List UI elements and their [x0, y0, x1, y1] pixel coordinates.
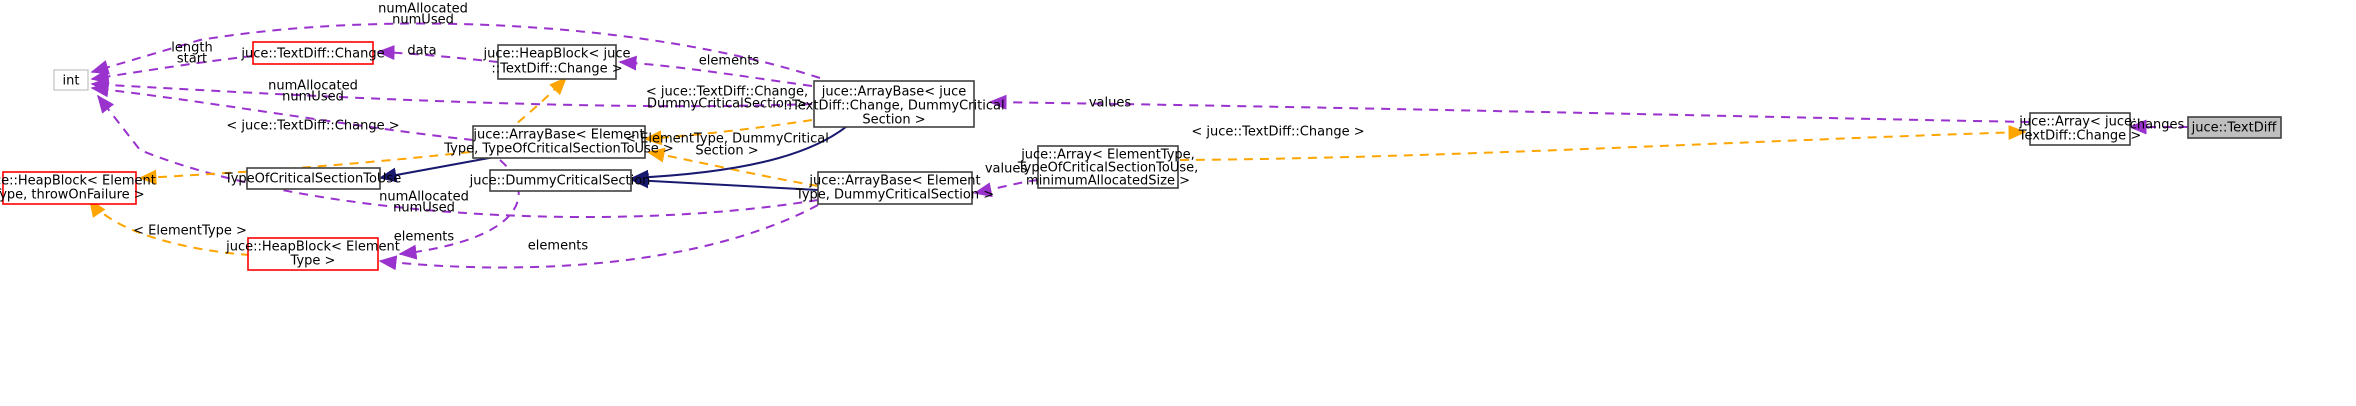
edge-arraybase-change-to-heapblock-change — [618, 55, 813, 87]
node-arraybase-elem-dcs-line2: Type, DummyCriticalSection > — [795, 188, 994, 203]
edge-label-tmpl-change-dcs: < juce::TextDiff::Change, DummyCriticalS… — [646, 85, 808, 112]
edge-array-elem-to-arraybase-elem-dcs — [973, 179, 1039, 198]
edge-label-length-start: length start — [171, 41, 212, 67]
node-arraybase-elem-tocs-line1: juce::ArrayBase< Element — [472, 128, 644, 143]
node-heapblock-throw[interactable]: juce::HeapBlock< Element Type, throwOnFa… — [0, 171, 156, 205]
edge-label-tmpl-change-dcs-line1: < juce::TextDiff::Change, — [646, 85, 808, 100]
node-heapblock-throw-line1: juce::HeapBlock< Element — [0, 174, 156, 189]
edge-label-changes: changes — [2130, 118, 2185, 133]
edge-heapblock-change-to-int — [90, 22, 821, 79]
edge-arraybase-elem-tocs-to-tocs — [378, 155, 501, 183]
node-int-label: int — [63, 74, 80, 89]
node-heapblock-elem-line1: juce::HeapBlock< Element — [225, 240, 400, 255]
edge-label-tmpl-change-right: < juce::TextDiff::Change > — [1191, 125, 1364, 140]
edge-label-numallocated-left-line1: numAllocated — [268, 79, 358, 94]
edge-label-tmpl-elem-dcs-line1: < ElementType, DummyCritical — [625, 132, 829, 147]
node-array-elem-line3: minimumAllocatedSize > — [1026, 174, 1190, 189]
node-heapblock-throw-line2: Type, throwOnFailure > — [0, 188, 145, 203]
node-arraybase-elem-tocs[interactable]: juce::ArrayBase< Element Type, TypeOfCri… — [443, 125, 674, 159]
edge-textdiff-change-to-int — [90, 55, 254, 84]
edge-heapblock-change-to-textdiff-change — [376, 45, 499, 63]
edge-label-numallocated-mid-line2: numUsed — [393, 201, 455, 216]
edge-label-data: data — [407, 44, 436, 59]
edge-label-elements-bottom: elements — [528, 239, 589, 254]
edge-tmpl-heapblock-change — [479, 76, 568, 153]
node-arraybase-change-line2: ::TextDiff::Change, DummyCritical — [783, 99, 1004, 114]
node-heapblock-change-line1: juce::HeapBlock< juce — [483, 47, 631, 62]
edge-arraybase-elem-dcs-to-heapblock-elem — [378, 204, 819, 271]
edge-arraybase-change-to-int — [90, 77, 813, 108]
edge-label-elements-lower: elements — [394, 230, 455, 245]
node-tocs[interactable]: TypeOfCriticalSectionToUse — [224, 167, 401, 190]
node-dummycs[interactable]: juce::DummyCriticalSection — [469, 169, 651, 192]
edge-tmpl-array-change — [1179, 125, 2027, 161]
edge-tmpl-arraybase-change — [643, 119, 813, 146]
node-array-change[interactable]: juce::Array< juce:: TextDiff::Change > — [2018, 112, 2141, 146]
edge-arraybase-elem-tocs-to-int — [90, 82, 474, 141]
node-array-elem-line1: juce::Array< ElementType, — [1020, 148, 1195, 163]
node-textdiff-change[interactable]: juce::TextDiff::Change — [240, 41, 385, 65]
edge-label-numallocated-top-line2: numUsed — [392, 13, 454, 28]
node-array-change-line1: juce::Array< juce:: — [2018, 115, 2141, 130]
edge-label-tmpl-elem-dcs-line2: Section > — [695, 144, 758, 159]
edge-label-elements-top: elements — [699, 54, 760, 69]
node-tocs-label: TypeOfCriticalSectionToUse — [224, 172, 401, 187]
edge-array-change-to-arraybase-change — [988, 94, 2031, 123]
edge-tmpl-heapblock-throw-upper — [138, 151, 471, 185]
node-arraybase-elem-dcs[interactable]: juce::ArrayBase< Element Type, DummyCrit… — [795, 171, 994, 205]
node-heapblock-elem[interactable]: juce::HeapBlock< Element Type > — [225, 237, 400, 271]
edge-arraybase-elem-dcs-to-int — [97, 94, 819, 219]
edge-label-numallocated-mid-line1: numAllocated — [379, 190, 469, 205]
edge-label-start: start — [177, 52, 207, 67]
node-arraybase-elem-dcs-line1: juce::ArrayBase< Element — [808, 174, 980, 189]
edge-label-numallocated-mid: numAllocated numUsed — [379, 190, 469, 216]
edge-arraybase-elem-dcs-to-dummycs — [630, 173, 819, 191]
edge-tmpl-heapblock-elem-to-throw — [89, 198, 251, 256]
edge-label-values-mid: values — [985, 162, 1028, 177]
edge-arraybase-change-to-dummycs — [630, 121, 853, 185]
edge-label-numallocated-left-line2: numUsed — [282, 90, 344, 105]
node-heapblock-elem-line2: Type > — [290, 254, 336, 269]
node-arraybase-change-line1: juce::ArrayBase< juce — [821, 85, 966, 100]
edge-label-tmpl-change-dcs-line2: DummyCriticalSection > — [647, 97, 807, 112]
node-int[interactable]: int — [53, 69, 89, 91]
node-array-elem-line2: TypeOfCriticalSectionToUse, — [1017, 161, 1199, 176]
edge-label-tmpl-elem-dcs: < ElementType, DummyCritical Section > — [625, 132, 829, 159]
edge-label-length: length — [171, 41, 212, 56]
node-heapblock-change[interactable]: juce::HeapBlock< juce ::TextDiff::Change… — [483, 44, 631, 80]
edge-label-numallocated-top-line1: numAllocated — [378, 2, 468, 17]
node-array-change-line2: TextDiff::Change > — [2018, 129, 2141, 144]
node-textdiff-label: juce::TextDiff — [2191, 121, 2278, 136]
node-arraybase-elem-tocs-line2: Type, TypeOfCriticalSectionToUse > — [443, 142, 674, 157]
node-array-elem[interactable]: juce::Array< ElementType, TypeOfCritical… — [1017, 145, 1199, 189]
node-arraybase-change[interactable]: juce::ArrayBase< juce ::TextDiff::Change… — [783, 80, 1005, 128]
node-textdiff-change-label: juce::TextDiff::Change — [240, 47, 384, 62]
node-textdiff[interactable]: juce::TextDiff — [2187, 116, 2282, 139]
edge-label-values-top: values — [1089, 96, 1132, 111]
node-arraybase-change-line3: Section > — [862, 113, 925, 128]
node-dummycs-label: juce::DummyCriticalSection — [469, 174, 651, 189]
edge-label-numallocated-left: numAllocated numUsed — [268, 79, 358, 105]
edge-label-tmpl-change: < juce::TextDiff::Change > — [226, 119, 399, 134]
node-heapblock-change-line2: ::TextDiff::Change > — [491, 62, 622, 77]
edge-label-tmpl-element-type: < ElementType > — [133, 224, 247, 239]
edge-label-numallocated-top: numAllocated numUsed — [378, 2, 468, 28]
